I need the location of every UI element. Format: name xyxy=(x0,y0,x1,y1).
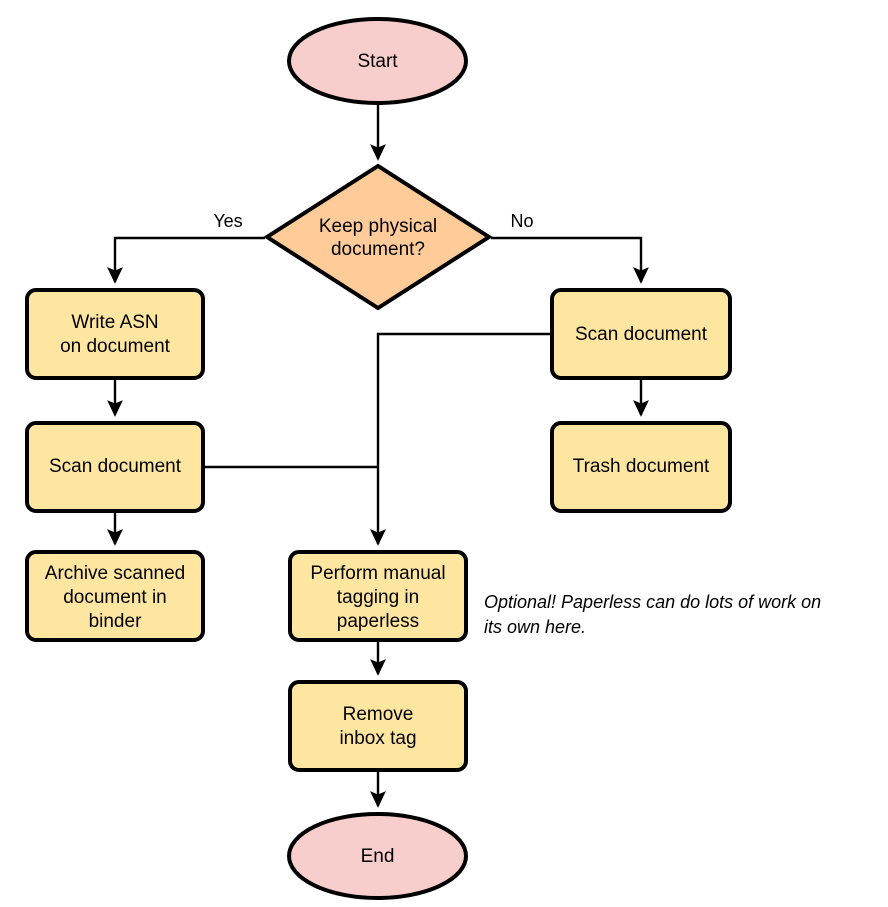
node-scan-document-left[interactable]: Scan document xyxy=(25,421,205,513)
tagging-label-line1: Perform manual xyxy=(310,563,445,584)
write-asn-label-line1: Write ASN xyxy=(71,312,158,333)
write-asn-label-line2: on document xyxy=(60,336,171,357)
scan-document-left-label: Scan document xyxy=(49,456,182,477)
remove-inbox-box-shape xyxy=(288,680,468,772)
end-ellipse-shape xyxy=(287,812,468,900)
remove-inbox-label-line1: Remove xyxy=(343,704,414,725)
scan-document-right-label: Scan document xyxy=(575,324,708,345)
edge-decision-yes-to-write-asn xyxy=(107,236,265,284)
start-ellipse-shape xyxy=(287,17,468,105)
decision-label-line1: Keep physical xyxy=(319,216,437,237)
tagging-label-line3: paperless xyxy=(337,611,419,632)
node-end[interactable]: End xyxy=(287,812,468,900)
archive-label-line1: Archive scanned xyxy=(45,563,185,584)
node-trash-document[interactable]: Trash document xyxy=(550,421,732,513)
trash-document-box-shape xyxy=(550,421,732,513)
archive-label-line2: document in xyxy=(63,587,167,608)
node-perform-manual-tagging[interactable]: Perform manual tagging in paperless xyxy=(288,550,468,642)
node-decision-keep-physical-document[interactable]: Keep physical document? xyxy=(263,163,493,311)
edge-label-no: No xyxy=(510,211,533,231)
trash-document-label: Trash document xyxy=(573,456,710,477)
tagging-label-line2: tagging in xyxy=(337,587,419,608)
scan-document-left-box-shape xyxy=(25,421,205,513)
node-write-asn-on-document[interactable]: Write ASN on document xyxy=(25,288,205,380)
archive-box-shape xyxy=(25,550,205,642)
edge-scan-right-to-tagging xyxy=(370,332,552,546)
start-label: Start xyxy=(357,51,398,72)
decision-label-line2: document? xyxy=(331,239,425,260)
node-scan-document-right[interactable]: Scan document xyxy=(550,288,732,380)
remove-inbox-label-line2: inbox tag xyxy=(339,728,416,749)
decision-diamond-shape xyxy=(263,163,493,311)
archive-label-line3: binder xyxy=(89,611,142,632)
edge-label-yes: Yes xyxy=(213,211,242,231)
scan-document-right-box-shape xyxy=(550,288,732,380)
node-start[interactable]: Start xyxy=(287,17,468,105)
annotation-optional-note: Optional! Paperless can do lots of work … xyxy=(484,592,821,637)
end-label: End xyxy=(361,846,395,867)
edge-decision-no-to-scan-right xyxy=(491,236,649,284)
node-archive-scanned-document[interactable]: Archive scanned document in binder xyxy=(25,550,205,642)
connector-layer xyxy=(107,103,649,808)
write-asn-box-shape xyxy=(25,288,205,380)
optional-note-line1: Optional! Paperless can do lots of work … xyxy=(484,592,821,612)
optional-note-line2: its own here. xyxy=(484,617,586,637)
tagging-box-shape xyxy=(288,550,468,642)
node-remove-inbox-tag[interactable]: Remove inbox tag xyxy=(288,680,468,772)
